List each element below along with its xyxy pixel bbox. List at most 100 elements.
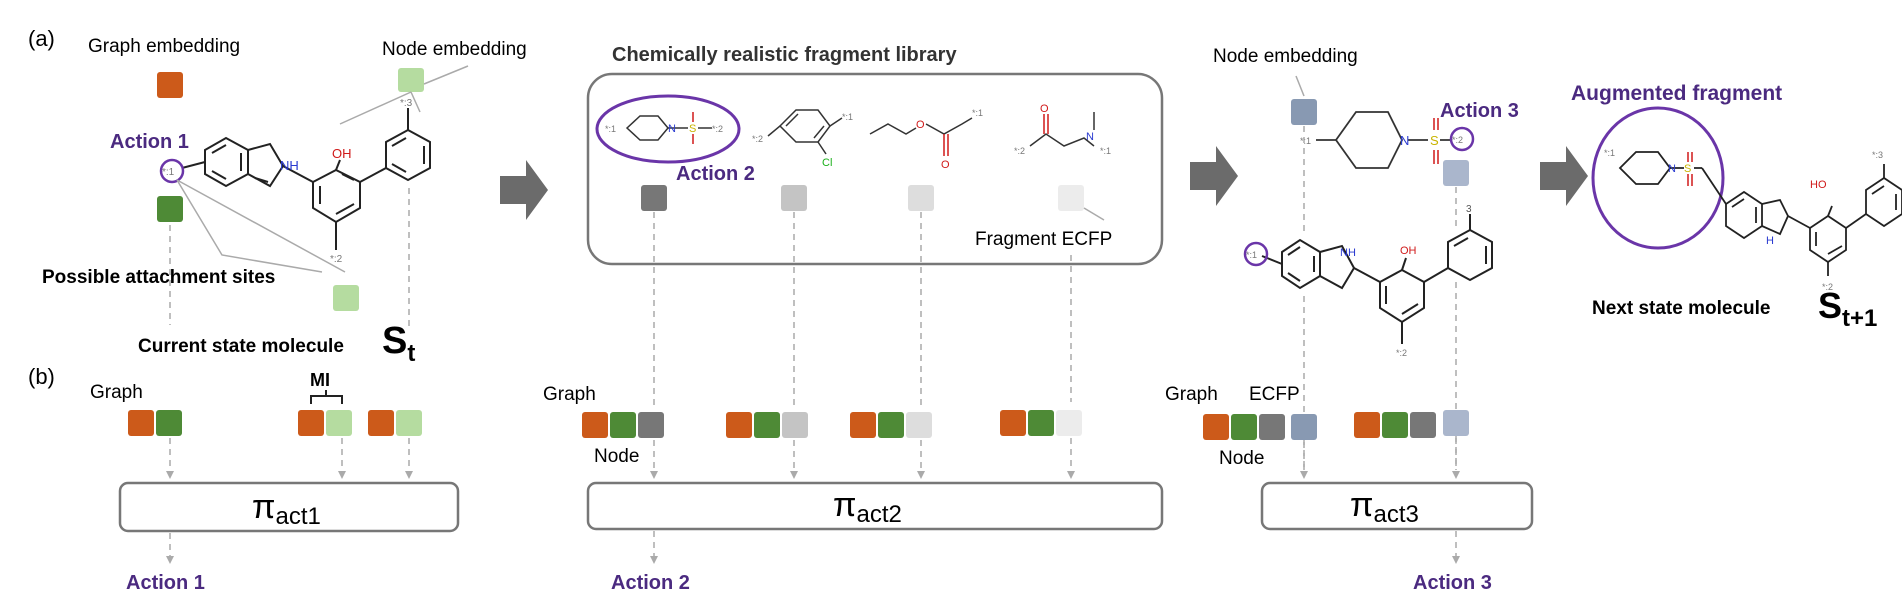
node-embedding-2-pointer: [1295, 75, 1305, 97]
node-embedding-square-light-blue: [1443, 160, 1469, 186]
fragment-3-ester: [869, 117, 973, 135]
b3-quad1-node: [1231, 414, 1257, 440]
node-embedding-pointer: [423, 65, 469, 85]
b1-pair3-node: [396, 410, 422, 436]
b1-pair1-node: [156, 410, 182, 436]
panel-label-b: (b): [28, 364, 55, 389]
b3-quad2-frag: [1410, 412, 1436, 438]
possible-attachment-sites-label: Possible attachment sites: [42, 267, 275, 288]
panel-a-middle-dashed-lines: [653, 212, 1072, 410]
nh-label-2: NH: [1340, 247, 1356, 259]
ecfp-label-b3: ECFP: [1249, 384, 1300, 405]
site2-label-2: *:2: [1396, 348, 1407, 358]
b2-triple4-node: [1028, 410, 1054, 436]
pi-act2-label: πact2: [833, 486, 902, 528]
node-embedding-square-site2: [333, 285, 359, 311]
next-state-n-label: N: [1668, 163, 1676, 175]
bottom-action-1-label: Action 1: [126, 572, 205, 594]
fragment-large-site2: *:2: [1452, 135, 1463, 145]
next-state-h-label: H: [1766, 235, 1774, 247]
fragment-ecfp-square-3: [908, 185, 934, 211]
b3-quad2-node2: [1443, 410, 1469, 436]
big-arrow-2: [1190, 146, 1238, 206]
next-state-symbol: St+1: [1818, 285, 1877, 332]
augmented-fragment-ellipse: [1591, 106, 1725, 250]
b2-triple2-graph: [726, 412, 752, 438]
fragment-1-piperidine-sulfonyl: [625, 115, 712, 141]
big-arrow-3: [1540, 146, 1588, 206]
b2-triple3-frag: [906, 412, 932, 438]
b1-input-arrows: [166, 438, 413, 479]
action-1-label: Action 1: [110, 131, 189, 153]
pi-act1-box: [118, 481, 460, 533]
b2-triple3-node: [878, 412, 904, 438]
fragment-4-site1: *:1: [1100, 146, 1111, 156]
fragment-1-site1: *:1: [605, 124, 616, 134]
current-state-molecule: [181, 108, 431, 250]
fragment-4-site2: *:2: [1014, 146, 1025, 156]
graph-label-b1: Graph: [90, 382, 143, 403]
b2-triple2-frag: [782, 412, 808, 438]
site3-label-1: *:3: [400, 98, 413, 109]
fragment-piperidine-sulfonyl-large: [1316, 111, 1452, 169]
b2-triple2-node: [754, 412, 780, 438]
fragment-2-site1: *:1: [842, 112, 853, 122]
graph-label-b2: Graph: [543, 384, 596, 405]
fragment-ecfp-label: Fragment ECFP: [975, 229, 1112, 250]
site1-label-1: *:1: [162, 167, 175, 178]
site1-label-2: *:1: [1246, 250, 1257, 260]
b1-pair3-graph: [368, 410, 394, 436]
pi-act3-label: πact3: [1350, 486, 1419, 528]
node-embedding-square-blue: [1291, 99, 1317, 125]
b2-triple1-graph: [582, 412, 608, 438]
bottom-action-3-label: Action 3: [1413, 572, 1492, 594]
b2-input-arrows: [650, 438, 1075, 479]
next-state-molecule: [1618, 151, 1902, 276]
oh-label-2: OH: [1400, 245, 1417, 257]
node-label-b2: Node: [594, 446, 639, 467]
fragment-ecfp-pointer: [1083, 207, 1105, 221]
b3-input-arrows: [1300, 438, 1460, 479]
oh-label-1: OH: [332, 146, 352, 161]
panel-a-dashed-lines: [169, 188, 410, 328]
b3-quad2-graph: [1354, 412, 1380, 438]
b2-triple4-graph: [1000, 410, 1026, 436]
next-state-s-label: S: [1684, 163, 1691, 175]
b3-quad1-frag: [1259, 414, 1285, 440]
pi-act1-label: πact1: [252, 488, 321, 530]
fragment-large-s-label: S: [1430, 133, 1439, 148]
fragment-3-carbonyl: [943, 134, 949, 156]
fragment-large-n-label: N: [1400, 133, 1409, 148]
b3-quad1-graph: [1203, 414, 1229, 440]
b1-pair2-graph: [298, 410, 324, 436]
fragment-4-o-label: O: [1040, 103, 1049, 115]
fragment-library-box: [586, 72, 1164, 266]
site2-label-1: *:2: [330, 254, 343, 265]
graph-embedding-label: Graph embedding: [88, 36, 240, 57]
fragment-ecfp-square-1: [641, 185, 667, 211]
nh-label-1: NH: [280, 158, 299, 173]
action-2-label: Action 2: [676, 163, 755, 185]
action1-site-circle: [159, 158, 185, 184]
graph-embedding-square: [157, 72, 183, 98]
fragment-ecfp-square-2: [781, 185, 807, 211]
fragment-1-n-label: N: [668, 123, 676, 135]
node-embedding-label-2: Node embedding: [1213, 46, 1358, 67]
fragment-3-o-label: O: [916, 119, 925, 131]
node-embedding-square-site1: [157, 196, 183, 222]
b3-quad1-node2: [1291, 414, 1317, 440]
action-3-label: Action 3: [1440, 100, 1519, 122]
panel-label-a: (a): [28, 26, 55, 51]
action3-site-circle: [1449, 126, 1475, 152]
fragment-3-site1: *:1: [972, 108, 983, 118]
current-state-label: Current state molecule: [138, 336, 344, 357]
next-state-site1: *:1: [1604, 148, 1615, 158]
mi-label: MI: [310, 370, 330, 390]
node-embedding-label-1: Node embedding: [382, 39, 527, 60]
pi-act2-box: [586, 481, 1164, 531]
fragment-3-o2-label: O: [941, 159, 950, 171]
fragment-1-site2: *:2: [712, 124, 723, 134]
mi-bracket: [310, 390, 343, 404]
b1-pair1-graph: [128, 410, 154, 436]
